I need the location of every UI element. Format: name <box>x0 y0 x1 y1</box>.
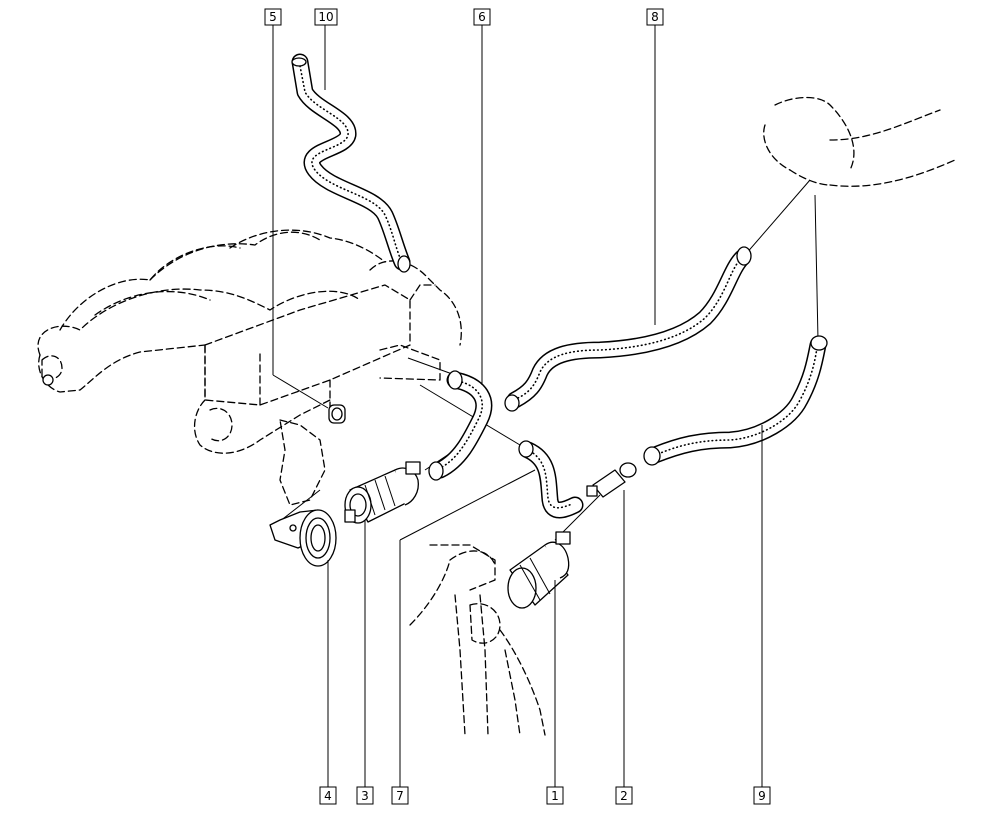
callout-7-label: 7 <box>396 789 404 803</box>
part-2-connector <box>586 462 637 498</box>
callout-2-label: 2 <box>620 789 628 803</box>
callout-10: 10 <box>314 8 338 26</box>
part-4-flange <box>269 509 337 567</box>
part-5-grommet <box>328 404 346 424</box>
intake-manifold-outline <box>37 229 462 506</box>
callout-4-label: 4 <box>324 789 332 803</box>
housing-outline <box>409 544 546 736</box>
callout-10-label: 10 <box>318 10 333 24</box>
callout-8: 8 <box>646 8 664 26</box>
part-3-valve <box>344 461 421 524</box>
callout-5-label: 5 <box>269 10 277 24</box>
callout-8-label: 8 <box>651 10 659 24</box>
callout-3: 3 <box>356 786 374 805</box>
hose-9 <box>643 335 828 466</box>
callout-9: 9 <box>753 786 771 805</box>
part-1-cylinder <box>507 531 571 609</box>
callout-3-label: 3 <box>361 789 369 803</box>
hose-7 <box>518 440 584 519</box>
callout-7: 7 <box>391 786 409 805</box>
hose-8 <box>504 246 752 412</box>
callout-9-label: 9 <box>758 789 766 803</box>
callout-6: 6 <box>473 8 491 26</box>
callout-2: 2 <box>615 786 633 805</box>
callout-4: 4 <box>319 786 337 805</box>
hose-6 <box>428 370 493 481</box>
callout-1: 1 <box>546 786 564 805</box>
callout-1-label: 1 <box>551 789 559 803</box>
leader-lines <box>272 25 763 787</box>
callout-5: 5 <box>264 8 282 26</box>
hose-10 <box>291 53 411 273</box>
heater-inlet-outline <box>763 96 956 187</box>
callout-6-label: 6 <box>478 10 486 24</box>
